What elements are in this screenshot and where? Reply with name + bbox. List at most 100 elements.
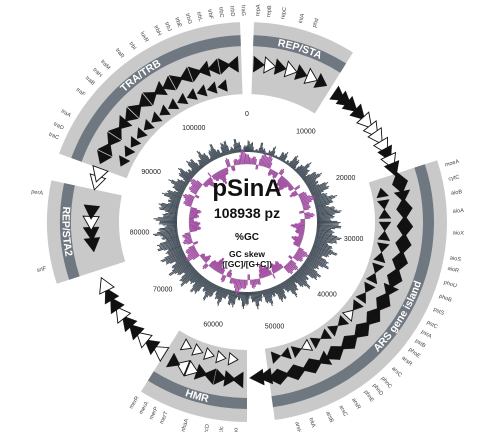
gc-content-bar [189,227,202,230]
gc-content-bar [207,178,216,187]
gene-label: srtF [36,266,47,274]
gc-skew-bar [206,283,215,298]
gc-content-bar [303,205,311,209]
gene-arrow [127,104,142,119]
gc-content-bar [243,150,246,165]
gc-content-bar [205,180,213,187]
gc-skew-bar [316,231,333,236]
gc-skew-bar [170,199,180,203]
gc-skew-bar [210,144,219,159]
gc-skew-bar [267,288,274,304]
gc-skew-bar [281,282,289,293]
gc-content-bar [188,253,200,262]
gene-label: clc [219,426,226,432]
gc-skew-bar [237,291,240,300]
gc-skew-bar [287,160,292,166]
gc-content-bar [291,236,302,242]
gc-skew-bar [307,256,329,270]
gene-arrow [391,259,409,273]
gc-content-bar [189,226,200,229]
gc-skew-bar [216,287,224,304]
gc-skew-bar [295,165,303,173]
gc-content-bar [218,267,223,274]
gc-content-bar [189,212,198,216]
gc-skew-bar [281,153,287,162]
gc-content-bar [278,179,288,189]
gc-skew-bar [217,149,222,158]
gc-content-bar [290,192,298,198]
gc-skew-bar [198,162,204,169]
coordinate-tick-label: 80000 [130,229,150,236]
gc-skew-bar [267,150,271,156]
gc-content-bar [189,210,200,214]
gc-skew-bar [303,172,317,182]
gc-skew-bar [177,191,184,195]
gc-content-bar [298,191,305,196]
gene-arrow [186,88,198,100]
gene-arrow [303,67,318,84]
gc-content-bar [187,249,197,255]
gc-skew-bar [263,150,266,155]
gc-skew-bar [166,253,185,264]
gene-arrow [263,56,277,74]
gc-skew-bar [203,154,210,164]
gc-content-label: %GC [235,232,259,243]
gene-label: arsC [390,366,403,379]
gc-skew-bar [190,159,201,170]
gc-skew-bar [163,194,181,201]
gc-content-bar [289,187,295,192]
gc-content-bar [272,172,278,179]
gc-content-bar [202,183,207,188]
gc-skew-bar [253,291,256,302]
gene-arrow [376,199,390,210]
gc-skew-bar [171,179,187,189]
gc-skew-bar [224,289,229,300]
gc-content-bar [190,186,199,192]
gene-arrow [213,368,227,385]
region-ribbons [59,35,434,409]
gc-skew-bar [314,199,332,205]
gene-arrow [313,72,328,88]
gc-skew-bar [238,291,241,301]
gc-content-bar [288,262,297,271]
gc-skew-bar [216,286,222,299]
gc-skew-bar [309,181,329,192]
gene-arrow [142,92,158,106]
gc-content-bar [260,153,266,166]
gene-arrow [393,189,411,203]
gc-skew-bar [167,199,180,204]
gc-content-bar [185,247,196,253]
gc-content-bar [293,238,302,243]
gc-content-bar [253,156,256,165]
gene-label: traG [240,5,246,16]
gc-skew-bar [191,168,197,175]
gene-label: phnE [362,389,375,403]
gc-skew-bar [238,141,241,153]
gc-skew-bar [298,165,310,176]
gc-skew-bar [242,291,245,310]
gc-skew-bar [157,229,178,234]
gc-skew-bar [180,179,189,185]
gc-content-bar [214,173,220,181]
gc-content-bar [266,155,273,168]
gene-arrow [177,92,189,105]
gene-label: repB [266,5,273,18]
gc-skew-bar [277,284,286,300]
gene-arrow [165,352,181,368]
gc-skew-bar [316,217,334,220]
gene-arrow [122,315,138,333]
gc-skew-bar [289,277,298,287]
gene-arrow [152,345,170,363]
gc-skew-bar [287,278,297,291]
gc-content-bar [232,278,235,284]
gc-skew-bar [311,248,330,257]
gene-arrow [378,221,392,232]
gc-content-bar [228,270,232,278]
outer-gene-arrows [82,55,414,389]
gc-content-bar [299,193,307,198]
gc-content-bar [278,169,283,175]
gc-skew-bar [298,269,309,280]
gc-content-bar [206,179,215,188]
gc-content-bar [300,195,314,202]
gc-skew-bar [190,273,201,285]
